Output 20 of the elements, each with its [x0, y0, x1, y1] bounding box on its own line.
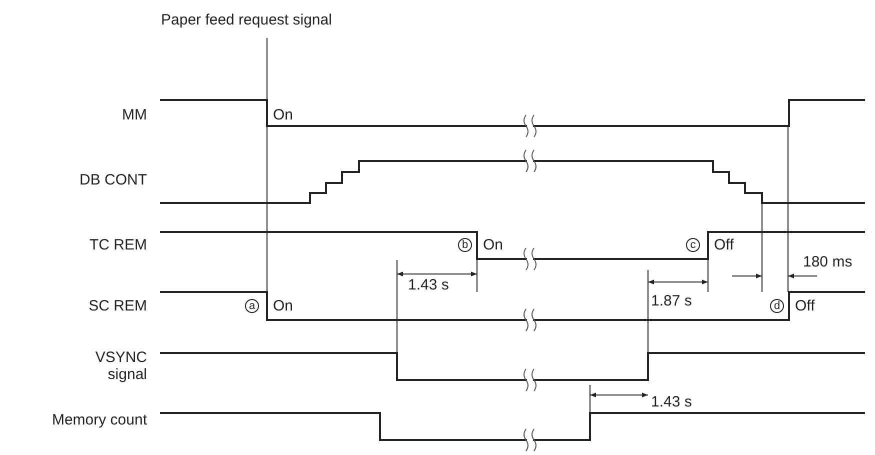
signal-name: VSYNC signal — [94, 349, 147, 383]
signal-name: MM — [122, 106, 147, 124]
state-label: On — [273, 106, 294, 124]
dimension-label: 1.43 s — [408, 276, 449, 294]
state-label: Off — [795, 298, 815, 314]
signal-name: Memory count — [52, 412, 147, 428]
state-label: On — [483, 236, 504, 254]
callout-letter: b — [458, 238, 472, 252]
state-label: Off — [714, 236, 734, 254]
signal-name: DB CONT — [80, 172, 147, 188]
dimension-label: 1.87 s — [651, 292, 692, 310]
callout-letter: d — [770, 299, 784, 313]
dimension-label: 180 ms — [803, 254, 852, 270]
callout-letter: c — [686, 238, 700, 252]
state-label: On — [273, 298, 294, 314]
dimension-label: 1.43 s — [651, 394, 692, 410]
signal-name: TC REM — [90, 236, 147, 254]
signal-label: Paper feed request signal — [161, 12, 332, 28]
callout-letter: a — [245, 299, 259, 313]
signal-name: SC REM — [88, 298, 147, 314]
